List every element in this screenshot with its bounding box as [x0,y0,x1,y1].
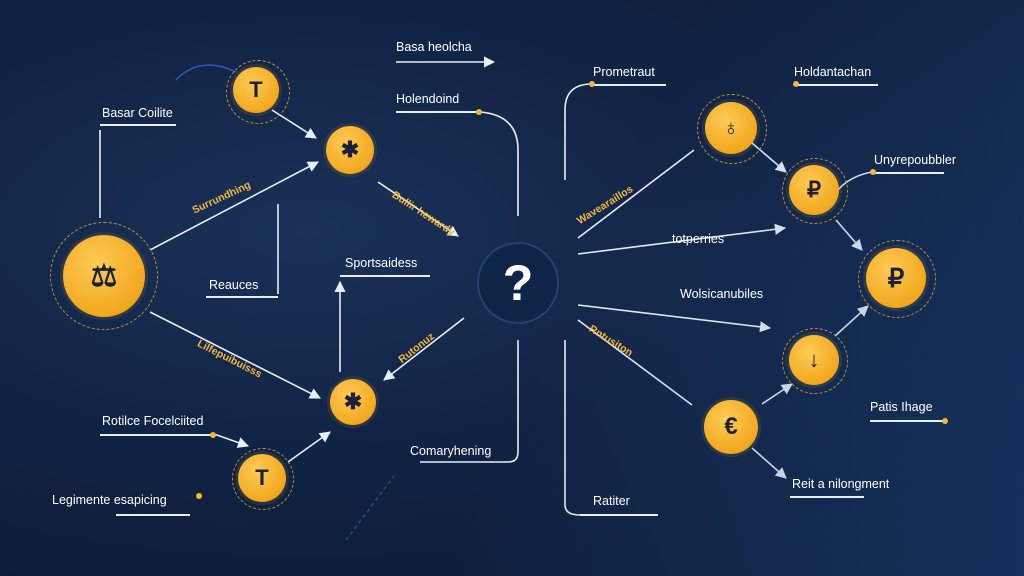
right-lower-node[interactable]: ↓ [789,335,839,385]
right-bottom-node[interactable]: € [704,400,758,454]
label-prometraut: Prometraut [593,65,655,79]
arrow-big-to-midtop [149,161,319,251]
label-holdantaction: Holdantachan [794,65,872,79]
mid-bottom-node[interactable]: ✱ [330,379,376,425]
right-far-node[interactable]: ₽ [866,248,926,308]
underline-patis [870,420,946,422]
bracket-prometraut [564,83,593,180]
star-icon: ✱ [343,389,363,414]
ruble-icon: ₽ [807,177,821,202]
scales-icon: ⚖ [90,259,118,293]
arrow-midtop-to-center [377,181,459,237]
label-ratiter: Ratiter [593,494,630,508]
right-top-node[interactable]: ♁ [705,102,757,154]
label-compary: Comaryhening [410,444,492,458]
arrow-notice [213,433,250,448]
dot-notice [210,432,216,438]
arc-top-left [175,64,237,81]
arrow-bottom-to-lower [761,383,793,405]
underline-ratiter [580,514,658,516]
dot-unyre [870,169,876,175]
arc-bottom [345,475,395,541]
mid-top-node[interactable]: ✱ [326,126,374,174]
euro-icon: € [724,413,738,440]
bracket-holen [479,111,519,216]
dot-holdantaction [793,81,799,87]
arrow-big-to-midbottom [149,311,321,399]
arrow-lower-to-far [834,305,869,337]
label-top-a: Basa heolcha [396,40,472,54]
label-top-b: Holendoind [396,92,460,106]
arrow-upper-to-far [835,219,863,251]
underline-prometraut [592,84,666,86]
pillar-icon: T [249,77,263,102]
arrow-bottom-to-reit [751,447,787,479]
dot-legimente [196,493,202,499]
underline-top-b [396,111,480,113]
arrow-center-to-righttop [577,149,695,239]
down-arrow-icon: ↓ [808,347,820,372]
top-left-node[interactable]: T [233,67,279,113]
arrow-center-right-upper [577,223,787,255]
ruble-icon: ₽ [887,262,905,293]
right-upper-ring [782,158,848,224]
underline-legimente [116,514,190,516]
dot-patis [942,418,948,424]
arrow-center-to-rightbottom [577,319,693,406]
underline-resources [206,296,278,298]
bottom-left-ring [232,448,294,510]
arrow-center-to-midbottom [383,317,465,381]
underline-holdantaction [796,84,878,86]
label-patis: Patis Ihage [870,400,933,414]
arrow-center-right-lower [577,304,772,333]
underline-reit [790,496,864,498]
label-resources: Reauces [209,278,259,292]
center-question-node[interactable]: ? [477,242,559,324]
dot-top-b [476,109,482,115]
label-notice: Rotilce Focelciited [102,414,204,428]
label-reit: Reit a nilongment [792,477,890,491]
label-totperries: totperries [672,232,725,246]
top-left-ring [226,60,290,124]
dot-prometraut [589,81,595,87]
arrow-bottomleft-to-midbottom [287,431,331,463]
right-lower-ring [782,328,848,394]
star-icon: ✱ [340,137,360,162]
underline-left-top [100,124,176,126]
right-top-ring [697,94,767,164]
label-unyre: Unyrepoubbler [874,153,956,167]
underline-unyre [874,172,944,174]
right-far-ring [858,240,936,318]
right-upper-node[interactable]: ₽ [789,165,839,215]
label-legimente: Legimente esapicing [52,493,167,507]
question-icon: ? [502,255,534,311]
big-node-ring [50,222,158,330]
underline-notice [100,434,212,436]
bracket-ratiter [564,340,581,516]
bag-icon: ♁ [722,115,740,140]
label-left-top: Basar Coilite [102,106,173,120]
bracket-compary [420,340,519,463]
label-sport: Sportsaidess [345,256,418,270]
big-left-node[interactable]: ⚖ [63,235,145,317]
underline-sport [340,275,430,277]
label-wolsic: Wolsicanubiles [680,287,764,301]
bottom-left-node[interactable]: T [238,454,286,502]
pillar-icon: T [255,465,269,490]
